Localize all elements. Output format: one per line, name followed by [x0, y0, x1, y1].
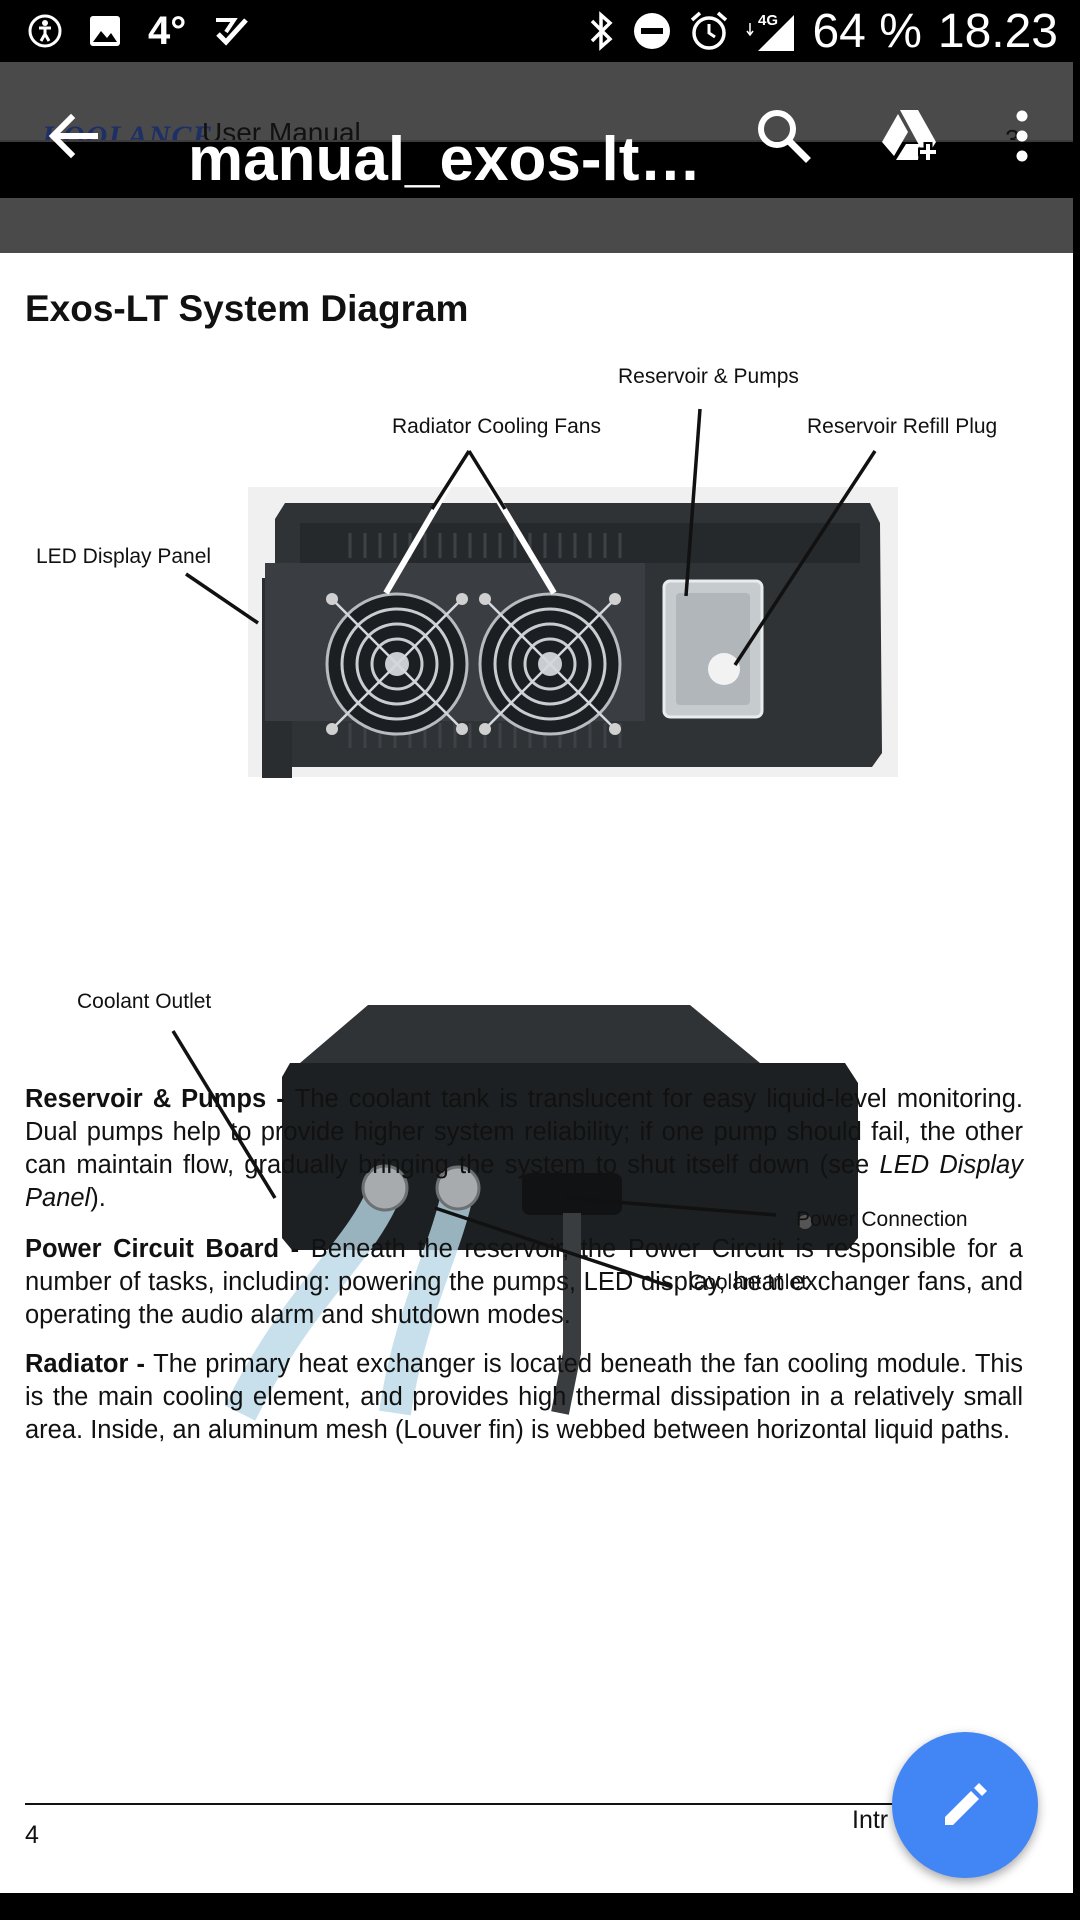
- paragraph-radiator: Radiator - The primary heat exchanger is…: [25, 1348, 1023, 1447]
- more-vert-icon: [1016, 110, 1028, 162]
- paragraph-lead: Radiator -: [25, 1350, 154, 1378]
- back-arrow-icon: [48, 113, 98, 159]
- callout-radiator-fans: Radiator Cooling Fans: [392, 415, 601, 438]
- tube-left: [224, 1164, 409, 1421]
- footer-page-number: 4: [25, 1821, 39, 1849]
- power-cable: [522, 1173, 622, 1415]
- paragraph-power-circuit: Power Circuit Board - Beneath the reserv…: [25, 1233, 1023, 1332]
- callout-reservoir-pumps: Reservoir & Pumps: [618, 365, 799, 388]
- edit-fab-button[interactable]: [892, 1732, 1038, 1878]
- document-page[interactable]: Exos-LT System Diagram: [0, 253, 1073, 1893]
- page-edge: [1073, 253, 1080, 1893]
- search-icon: [758, 110, 811, 163]
- page-heading: Exos-LT System Diagram: [25, 288, 469, 329]
- clock-text: 18.23: [937, 4, 1058, 58]
- search-button[interactable]: [752, 104, 816, 168]
- edit-pencil-icon: [945, 1783, 987, 1825]
- app-toolbar: manual_exos-lt…: [0, 62, 1080, 198]
- callout-lines: [171, 408, 877, 1289]
- add-to-drive-button[interactable]: [878, 104, 942, 168]
- callout-led-panel: LED Display Panel: [36, 545, 211, 568]
- signal-4g-icon: 4G: [746, 12, 795, 51]
- callout-power-connection: Power Connection: [796, 1208, 968, 1231]
- task-check-icon: [216, 18, 249, 46]
- document-title: manual_exos-lt…: [188, 125, 702, 194]
- reservoir: [662, 579, 764, 719]
- accessibility-icon: [28, 14, 62, 48]
- do-not-disturb-icon: [634, 13, 671, 49]
- temperature-text: 4°: [148, 8, 187, 53]
- paragraph-text: The coolant tank is translucent for easy…: [25, 1085, 1023, 1179]
- callout-coolant-inlet: Coolant Inlet: [689, 1271, 807, 1294]
- paragraph-lead: Reservoir & Pumps -: [25, 1085, 295, 1113]
- unit-top-view: [248, 487, 898, 778]
- paragraph-lead: Power Circuit Board -: [25, 1235, 311, 1263]
- footer-rule: [25, 1803, 1025, 1805]
- bottom-edge: [0, 1893, 1080, 1920]
- paragraph-text: The primary heat exchanger is located be…: [25, 1350, 1024, 1444]
- gallery-image-icon: [90, 16, 120, 46]
- title-band: [0, 142, 1080, 198]
- bluetooth-icon: [591, 11, 614, 51]
- drive-add-icon: [882, 110, 938, 162]
- battery-text: 64 %: [812, 4, 922, 58]
- back-button[interactable]: [45, 106, 105, 166]
- callout-coolant-outlet: Coolant Outlet: [77, 990, 211, 1013]
- unit-rear-view: [224, 1005, 858, 1421]
- paragraph-italic: LED Display Panel: [25, 1151, 1023, 1212]
- paragraph-text: Beneath the reservoir, the Power Circuit…: [25, 1235, 1023, 1329]
- footer-section: Intr: [852, 1806, 889, 1834]
- paragraph-tail: ).: [90, 1184, 106, 1212]
- paragraph-reservoir: Reservoir & Pumps - The coolant tank is …: [25, 1083, 1023, 1215]
- more-options-button[interactable]: [990, 104, 1054, 168]
- system-diagram: Reservoir & Pumps Radiator Cooling Fans …: [36, 365, 997, 1421]
- status-bar: 4° 4G 64 % 18.23: [0, 0, 1080, 62]
- callout-refill-plug: Reservoir Refill Plug: [807, 415, 997, 438]
- network-type-text: 4G: [758, 12, 778, 29]
- fan-left: [325, 592, 469, 736]
- fan-right: [478, 592, 622, 736]
- alarm-icon: [691, 11, 728, 50]
